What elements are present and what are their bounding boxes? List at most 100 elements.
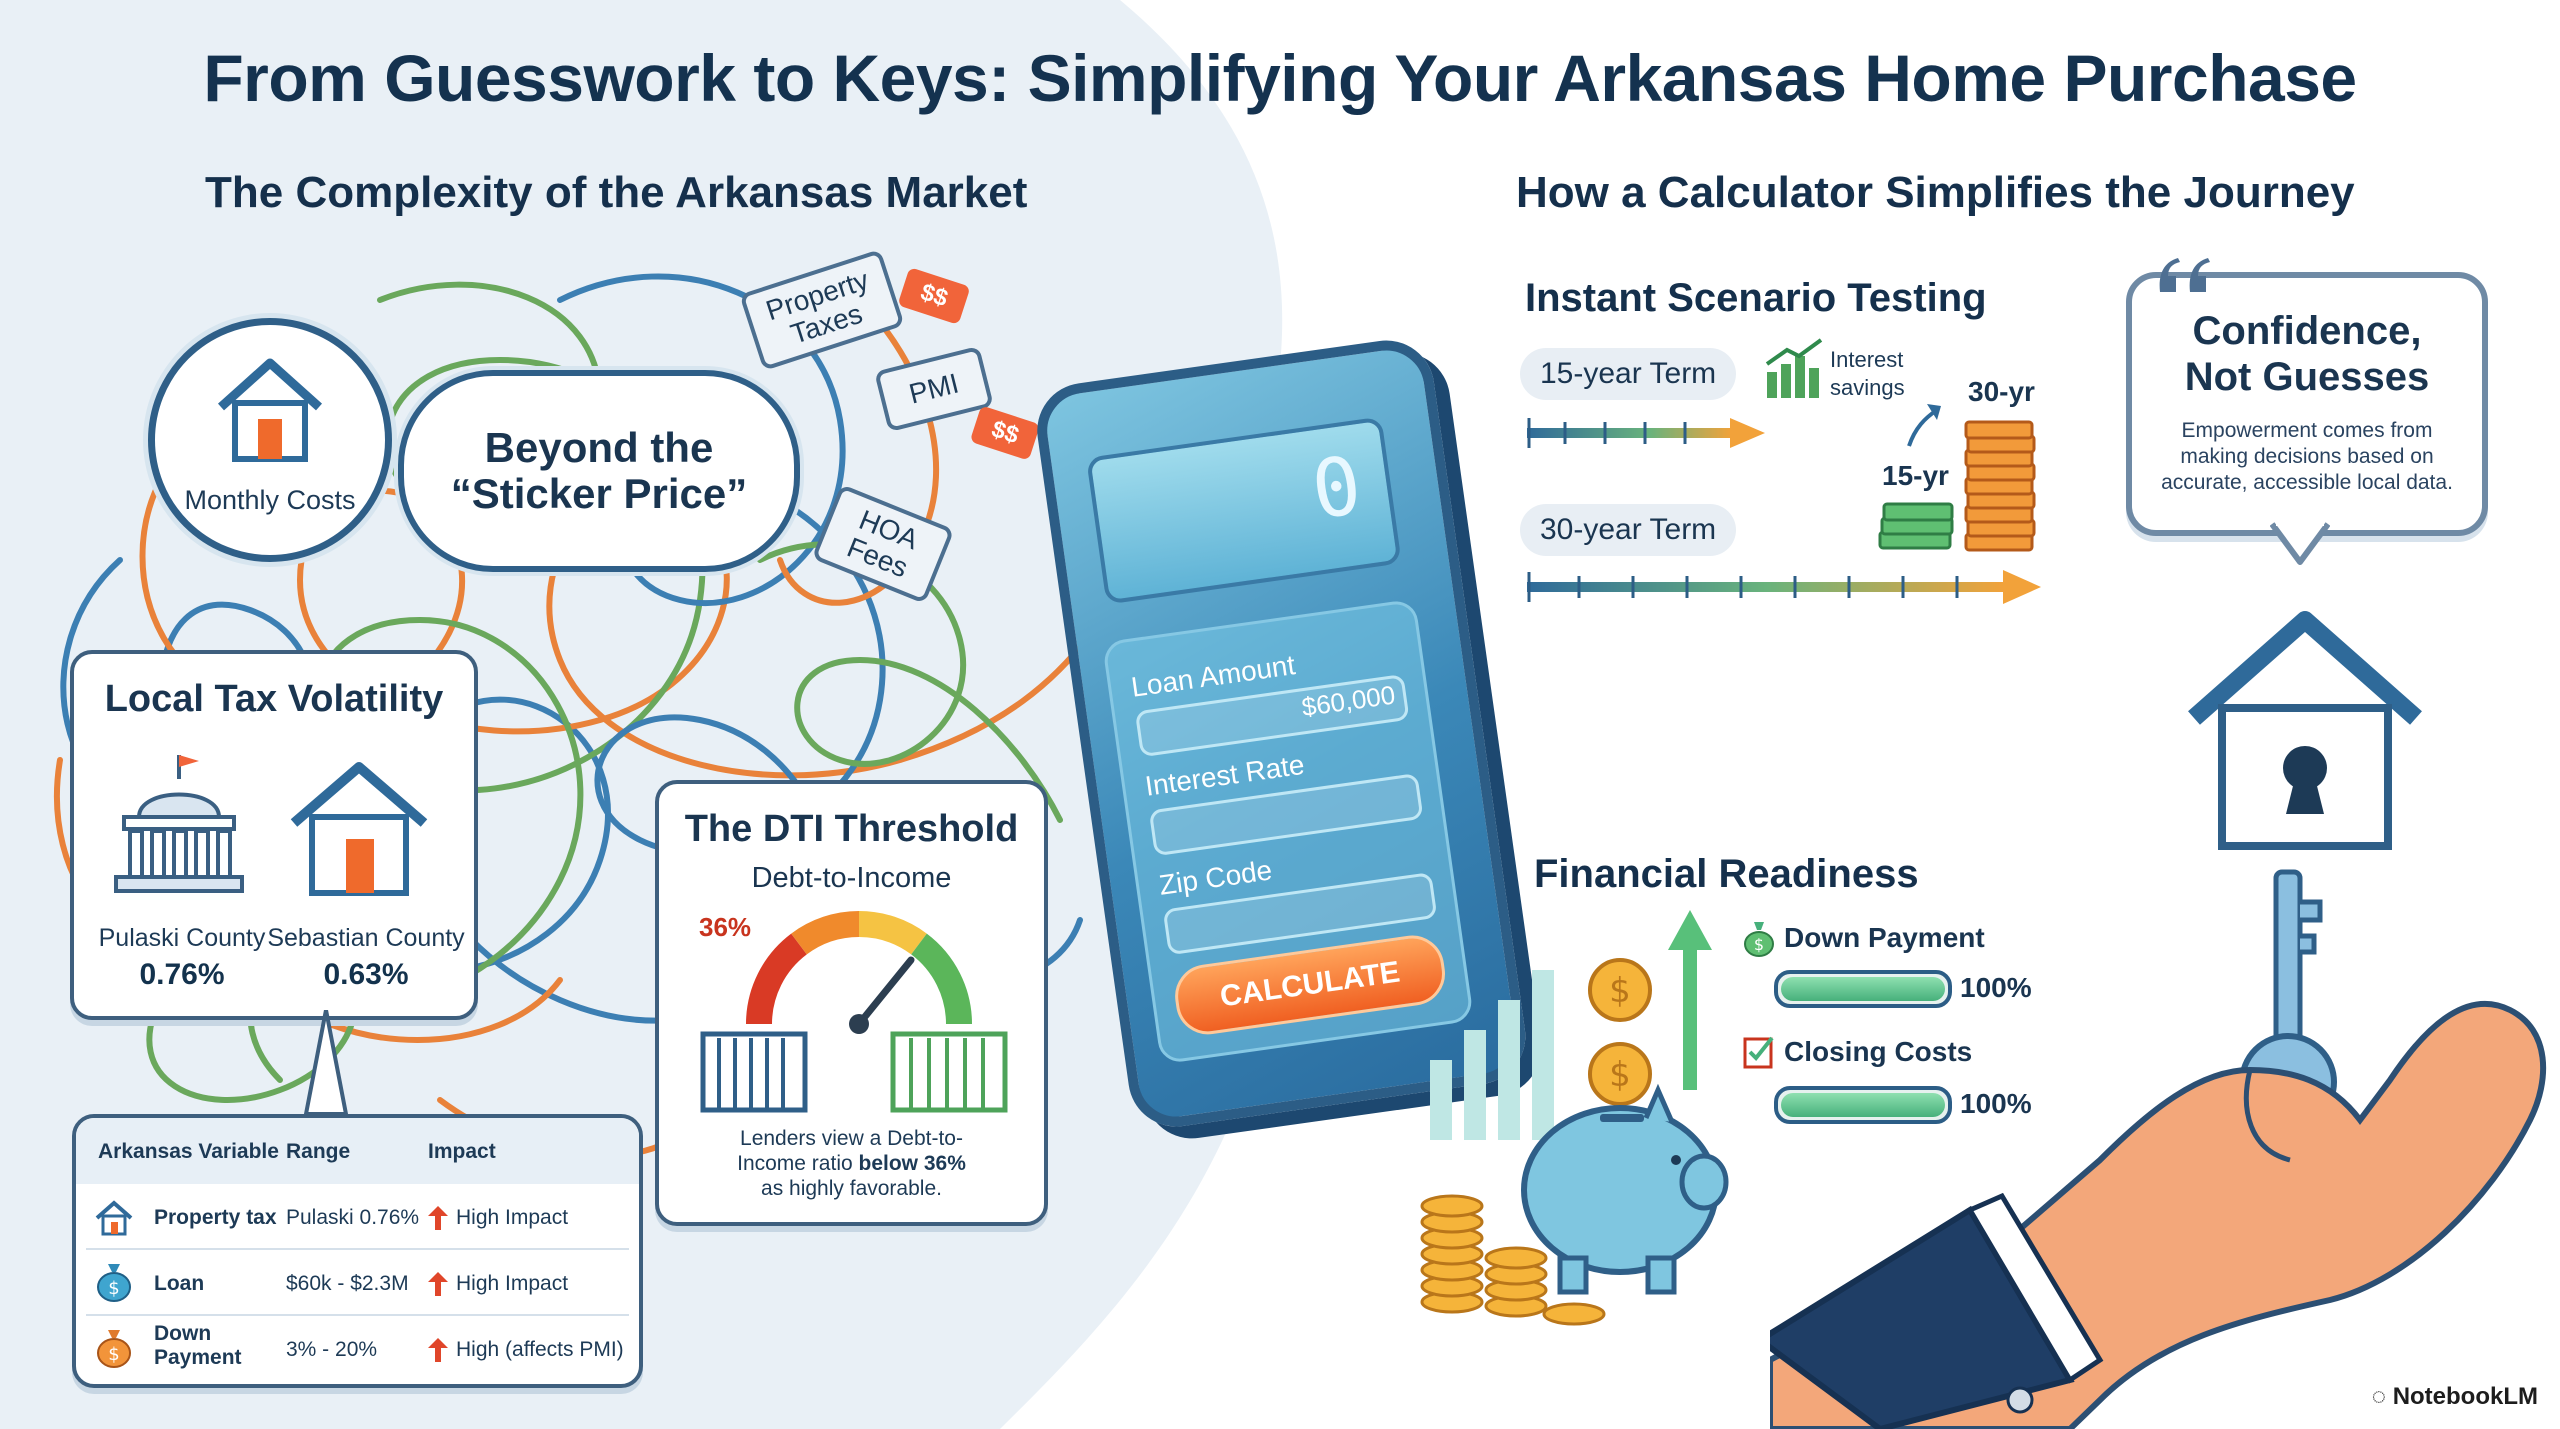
table-row-2-range: $60k - $2.3M [286,1272,409,1295]
dti-description-highlight: below 36% [858,1152,966,1175]
arkansas-variables-table: Arkansas Variable Range Impact Property … [72,1114,643,1388]
down-payment-percent: 100% [1960,972,2032,1003]
closing-costs-label: Closing Costs [1784,1036,1973,1067]
svg-text:$: $ [108,1344,119,1365]
sebastian-county-value: 0.63% [323,958,409,991]
calculator-form: Loan Amount $60,000 Interest Rate Zip Co… [1101,598,1475,1065]
dti-gauge [746,911,972,1034]
svg-text:$: $ [1754,935,1764,954]
hand-holding-key-illustration [1770,1000,2547,1429]
table-row-3-variable: Down Payment [154,1322,242,1370]
table-row-1-impact: High Impact [456,1206,569,1229]
notebooklm-brand: ◌ NotebookLM [2372,1383,2538,1411]
closed-gate-icon [700,1031,808,1113]
table-row-3-impact: High (affects PMI) [456,1338,624,1361]
down-payment-label: Down Payment [1784,922,1985,953]
down-payment-progress-fill [1781,977,1945,1001]
local-tax-volatility-card: Local Tax Volatility Pulaski County 0.76… [70,650,478,1020]
interest-savings-label: Interest savings [1830,346,1905,402]
dti-title: The DTI Threshold [684,808,1019,850]
house-icon [95,1200,133,1236]
sticker-price-line-2: “Sticker Price” [450,470,748,517]
open-gate-icon [890,1031,1008,1113]
confidence-speech-bubble: Confidence, Not Guesses Empowerment come… [2126,258,2488,536]
table-divider [86,1248,629,1250]
table-row-3-variable-line-1: Down [154,1322,212,1345]
dti-marker-label: 36% [699,912,752,942]
growth-chart-icon [1765,338,1823,398]
speech-bubble-tail [2270,518,2330,565]
financial-readiness-title: Financial Readiness [1534,852,1919,896]
table-row-3-variable-line-2: Payment [154,1346,242,1369]
dti-description-line-3: as highly favorable. [761,1177,942,1200]
courthouse-icon [114,755,244,893]
local-tax-volatility-title: Local Tax Volatility [104,678,444,720]
sticker-price-pill: Beyond the “Sticker Price” [398,370,800,572]
interest-savings-line-2: savings [1830,375,1905,400]
dti-threshold-card: The DTI Threshold Debt-to-Income 36% Len… [655,780,1048,1226]
pmi-tag-label: PMI [905,367,962,410]
monthly-costs-circle: Monthly Costs [148,318,392,562]
notebooklm-brand-label: NotebookLM [2392,1383,2538,1410]
arrow-up-icon [428,1338,448,1362]
term-30-pill: 30-year Term [1520,504,1737,556]
calculator-display: 0 [1086,416,1402,605]
money-bag-icon: $ [97,1330,131,1368]
house-icon [290,762,428,896]
term-15-pill: 15-year Term [1520,348,1737,400]
table-header-impact: Impact [428,1140,496,1163]
dti-subtitle: Debt-to-Income [751,862,952,894]
table-row-2-impact: High Impact [456,1272,569,1295]
quote-icon [2159,258,2210,292]
confidence-title-line-1: Confidence, [2192,309,2422,353]
svg-text:$: $ [108,1278,119,1299]
left-section-heading: The Complexity of the Arkansas Market [205,168,1028,217]
closing-costs-progress-fill [1781,1093,1945,1117]
table-divider [86,1314,629,1316]
notebooklm-logo-icon: ◌ [2371,1383,2387,1410]
pulaski-county-label: Pulaski County [98,924,266,952]
table-header-variable: Arkansas Variable [98,1140,279,1163]
curved-arrow-icon [1907,404,1941,447]
page-title: From Guesswork to Keys: Simplifying Your… [203,41,2357,115]
monthly-costs-label: Monthly Costs [184,485,356,515]
money-bag-icon: $ [1744,922,1774,957]
table-row-1-range: Pulaski 0.76% [286,1206,420,1229]
money-bag-icon: $ [97,1264,131,1302]
dti-description-line-1: Lenders view a Debt-to- [740,1127,963,1150]
closing-costs-progress-bar [1774,1086,1952,1124]
timeline-15-year [1527,418,1765,448]
callout-connector [303,1010,349,1116]
table-header-row [76,1118,639,1184]
label-15-yr: 15-yr [1882,460,1949,491]
pulaski-county-value: 0.76% [139,958,225,991]
confidence-title: Confidence, Not Guesses [2132,308,2482,400]
arrow-up-icon [428,1206,448,1230]
timeline-30-year [1527,570,2041,604]
confidence-title-line-2: Not Guesses [2184,355,2430,399]
dti-description-line-2: Income ratio [737,1152,859,1175]
dti-description: Lenders view a Debt-to- Income ratio bel… [659,1126,1044,1201]
scenario-testing-title: Instant Scenario Testing [1525,276,1987,320]
small-cash-stack-icon [1878,502,1954,550]
price-tag-label: $$ [988,415,1023,450]
svg-text:$: $ [1609,971,1631,1011]
piggy-bank-savings-illustration: $ $ [1420,910,1729,1326]
svg-text:$: $ [1609,1055,1631,1095]
price-tag-label: $$ [917,278,952,313]
interest-savings-line-1: Interest [1830,347,1904,372]
table-header-range: Range [286,1140,351,1163]
zip-code-label: Zip Code [1157,854,1274,901]
down-payment-progress-bar [1774,970,1952,1008]
closing-costs-percent: 100% [1960,1088,2032,1119]
table-row-1-variable: Property tax [154,1206,277,1229]
right-section-heading: How a Calculator Simplifies the Journey [1516,168,2355,217]
arrow-up-icon [428,1272,448,1296]
table-row-2-variable: Loan [154,1272,205,1295]
confidence-text: Empowerment comes from making decisions … [2161,419,2453,494]
sebastian-county-label: Sebastian County [267,924,465,952]
sticker-price-line-1: Beyond the [484,424,714,471]
tall-cash-stack-icon [1964,420,2036,552]
label-30-yr: 30-yr [1968,376,2035,407]
house-icon [217,358,323,462]
